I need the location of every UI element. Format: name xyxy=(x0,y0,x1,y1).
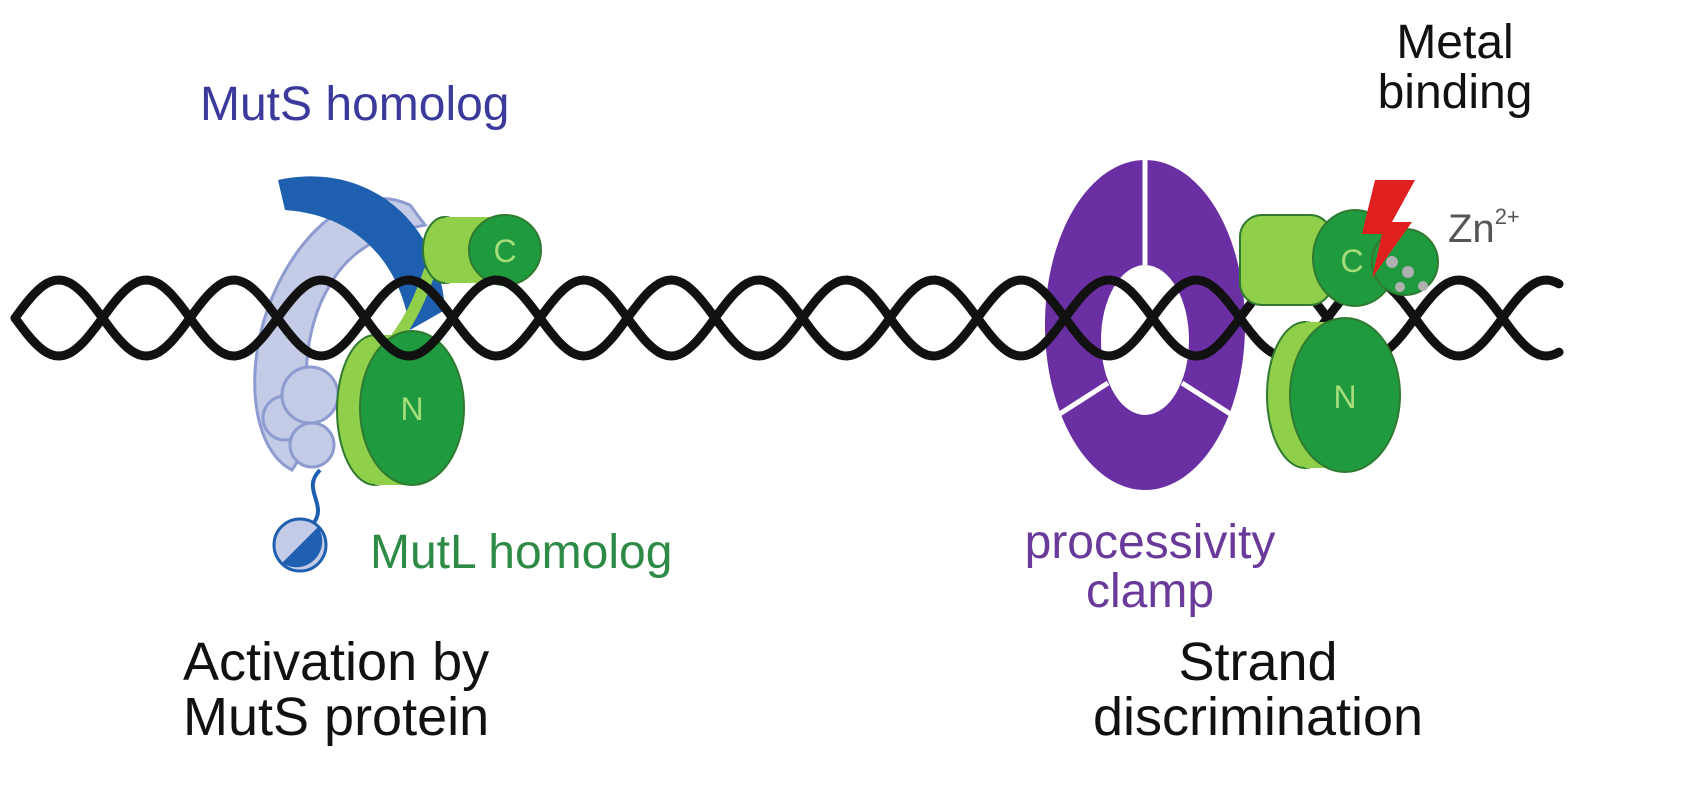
left-c-domain-label: C xyxy=(493,233,516,269)
processivity-clamp-label-line1: processivity xyxy=(1025,516,1276,569)
zinc-ion-label: Zn2+ xyxy=(1448,204,1520,251)
activation-label-line2: MutS protein xyxy=(183,687,489,747)
metal-binding-label-line1: Metal xyxy=(1396,16,1513,69)
right-c-domain-label: C xyxy=(1340,243,1363,279)
zinc-symbol: Zn xyxy=(1448,207,1495,251)
muts-lobe xyxy=(282,367,338,423)
zinc-site xyxy=(1386,256,1398,268)
activation-label-line1: Activation by xyxy=(183,632,489,692)
muts-lobe xyxy=(290,423,334,467)
zinc-charge: 2+ xyxy=(1495,204,1520,229)
mutl-homolog-label: MutL homolog xyxy=(370,526,672,579)
zinc-site xyxy=(1395,282,1405,292)
metal-binding-label-line2: binding xyxy=(1378,66,1533,119)
processivity-clamp-label-line2: clamp xyxy=(1086,565,1214,618)
muts-tether xyxy=(312,470,320,525)
left-n-domain-label: N xyxy=(400,391,423,427)
right-n-domain-label: N xyxy=(1333,379,1356,415)
zinc-site xyxy=(1402,266,1414,278)
strand-discrimination-label-line1: Strand xyxy=(1178,632,1337,692)
strand-discrimination-label-line2: discrimination xyxy=(1093,687,1423,747)
muts-homolog-label: MutS homolog xyxy=(200,78,510,131)
zinc-site xyxy=(1418,281,1428,291)
